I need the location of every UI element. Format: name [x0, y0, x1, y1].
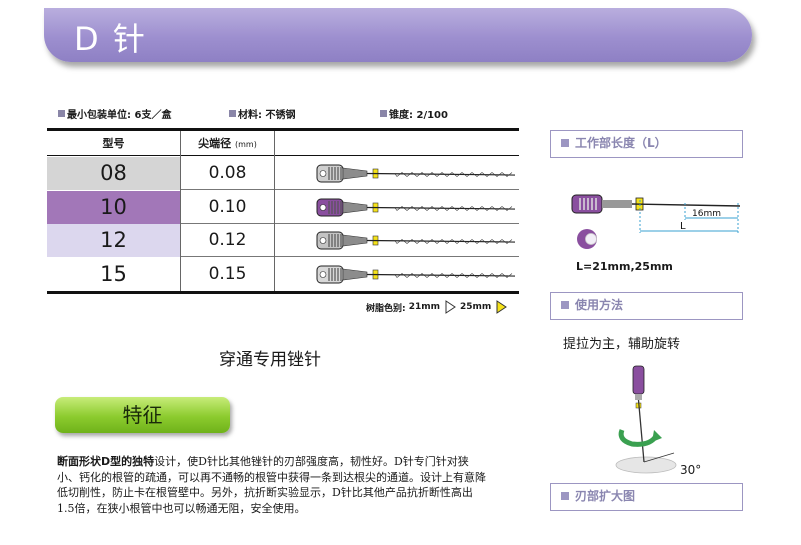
dimension-16mm-label: 16mm [692, 209, 721, 219]
spec-package: 最小包装单位: 6支／盒 [58, 106, 171, 121]
endo-file-icon [316, 198, 516, 216]
tip-cell: 0.12 [208, 230, 247, 250]
size-cell: 15 [47, 257, 180, 291]
bullet-square-icon [561, 492, 569, 500]
rotation-arrow-icon [618, 429, 659, 447]
size-cell: 08 [47, 157, 180, 190]
file-handle-icon [632, 365, 645, 395]
usage-heading: 使用方法 [550, 292, 743, 320]
tip-cell: 0.08 [208, 163, 247, 183]
size-cell: 12 [47, 224, 180, 257]
spec-taper: 锥度: 2/100 [380, 106, 448, 121]
file-image-cell [275, 258, 519, 291]
file-image-cell [275, 157, 519, 190]
usage-text: 提拉为主，辅助旋转 [563, 337, 681, 352]
work-length-heading: 工作部长度（L） [550, 130, 743, 158]
size-cell: 10 [47, 190, 180, 224]
table-divider [180, 131, 181, 291]
color-swatch-white-icon [445, 300, 456, 314]
tip-cell: 0.15 [208, 263, 247, 284]
endo-file-icon [316, 164, 516, 183]
endo-file-icon [316, 265, 516, 283]
resin-color-legend: 树脂色别: 21mm 25mm [366, 300, 508, 314]
file-image-cell [275, 224, 519, 257]
color-swatch-yellow-icon [496, 300, 508, 314]
header-tip: 尖端径 (mm) [198, 137, 257, 150]
bullet-square-icon [229, 110, 236, 117]
product-subtitle: 穿通专用锉针 [219, 350, 321, 370]
work-length-diagram: 16mm L [571, 194, 741, 249]
header-banner [44, 8, 752, 62]
bullet-square-icon [380, 110, 387, 117]
bullet-square-icon [561, 301, 569, 309]
endo-file-icon [316, 231, 516, 250]
spec-material: 材料: 不锈钢 [229, 106, 295, 121]
blade-enlarged-heading: 刃部扩大图 [550, 483, 743, 511]
header-size: 型号 [102, 137, 125, 150]
features-heading-button[interactable]: 特征 [55, 397, 230, 433]
file-image-cell [275, 191, 519, 224]
length-options: L=21mm,25mm [576, 260, 673, 273]
angle-label: 30° [680, 463, 702, 477]
bullet-square-icon [58, 110, 65, 117]
dimension-L-label: L [680, 221, 686, 232]
usage-illustration [615, 365, 677, 474]
bullet-square-icon [561, 139, 569, 147]
page-title: D 针 [74, 20, 147, 58]
file-handle-icon [571, 194, 603, 214]
tip-cell: 0.10 [208, 196, 247, 217]
table-divider [274, 131, 275, 291]
features-description: 断面形状D型的独特设计，使D针比其他锉针的刃部强度高，韧性好。D针专门针对狭小、… [57, 455, 486, 515]
angle-line [643, 452, 675, 463]
table-header: 型号 尖端径 (mm) [47, 131, 519, 156]
